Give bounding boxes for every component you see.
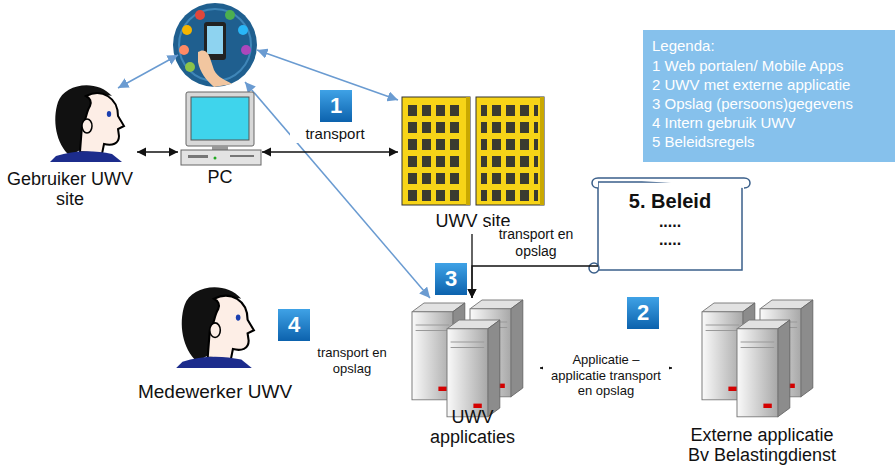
legend-entry: 4 Intern gebruik UWV bbox=[652, 113, 895, 132]
legend-text: 2 UWV met externe applicatie bbox=[652, 76, 850, 93]
mobile-apps-icon bbox=[173, 3, 257, 87]
connector bbox=[137, 151, 178, 152]
node-text: 5. Beleid bbox=[629, 190, 711, 213]
employee-figure bbox=[176, 287, 254, 368]
connector bbox=[262, 151, 398, 152]
edge-label: Applicatie – applicatie transport en ops… bbox=[543, 352, 669, 399]
legend-text: 1 Web portalen/ Mobile Apps bbox=[652, 57, 844, 74]
legend-entry: 1 Web portalen/ Mobile Apps bbox=[652, 56, 895, 75]
pc-node: PC bbox=[178, 88, 262, 190]
node-text: ..... bbox=[659, 231, 681, 249]
server-figure bbox=[412, 300, 523, 417]
connector bbox=[472, 266, 598, 298]
node-text: Bv Belastingdienst bbox=[688, 445, 836, 466]
legend-entry: 2 UWV met externe applicatie bbox=[652, 75, 895, 94]
node-text: Medewerker UWV bbox=[138, 381, 292, 403]
callout-number: 4 bbox=[278, 309, 310, 341]
legend-text: 3 Opslag (persoons)gegevens bbox=[652, 95, 853, 112]
legend-entry: 3 Opslag (persoons)gegevens bbox=[652, 94, 895, 113]
callout-number: 3 bbox=[435, 263, 467, 295]
callout-number: 1 bbox=[320, 90, 352, 122]
server-node: UWV applicaties bbox=[405, 298, 540, 450]
legend-title: Legenda: bbox=[652, 36, 715, 55]
pc-figure bbox=[181, 92, 261, 165]
edge-label: transport en opslag bbox=[488, 226, 584, 260]
node-text: ..... bbox=[659, 213, 681, 231]
node-text: UWV applicaties bbox=[407, 407, 538, 448]
user-figure bbox=[50, 85, 124, 162]
node-text: Externe applicatie bbox=[690, 425, 833, 446]
legend-text: 4 Intern gebruik UWV bbox=[652, 114, 795, 131]
external-server-node: Externe applicatieBv Belastingdienst bbox=[672, 298, 852, 468]
edge-label: transport bbox=[290, 125, 380, 143]
node-text: PC bbox=[207, 167, 232, 188]
policy-scroll: 5. Beleid.......... bbox=[598, 184, 742, 270]
server-figure bbox=[702, 300, 813, 417]
scroll-shape bbox=[589, 178, 750, 273]
building-figure bbox=[402, 97, 544, 205]
edge-label: transport en opslag bbox=[296, 345, 408, 376]
legend-text: 5 Beleidsregels bbox=[652, 133, 755, 150]
callout-number: 2 bbox=[627, 297, 659, 329]
site-node: UWV site bbox=[398, 93, 548, 234]
node-text: Gebruiker UWV site bbox=[5, 169, 135, 210]
legend-entry: 5 Beleidsregels bbox=[652, 132, 895, 151]
app-link bbox=[118, 55, 178, 88]
user-node: Gebruiker UWV site bbox=[3, 80, 137, 212]
